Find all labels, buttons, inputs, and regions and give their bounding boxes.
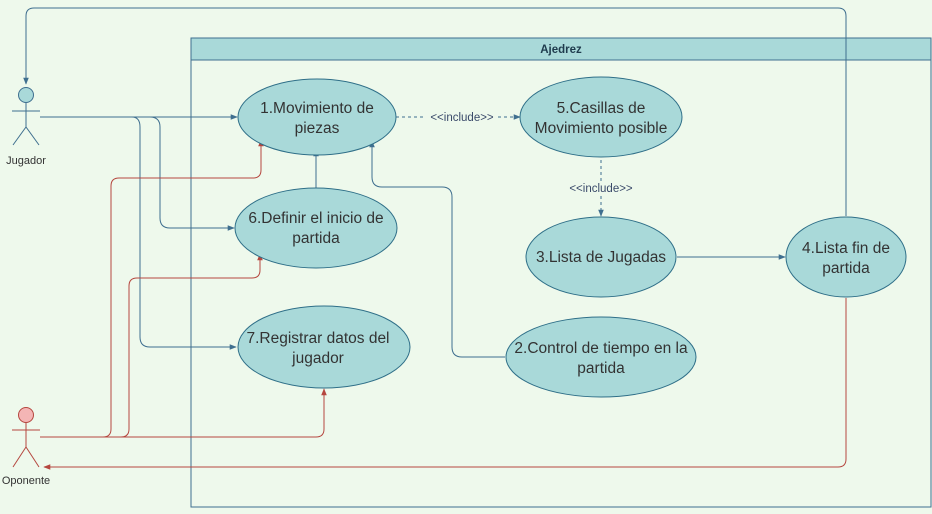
actor-oponente-head — [18, 407, 34, 423]
uc2-label-line1: 2.Control de tiempo en la — [514, 340, 688, 357]
edge-oponente-uc6[interactable] — [40, 253, 263, 438]
actor-jugador-label: Jugador — [6, 155, 46, 167]
uc6-label-line2: partida — [292, 230, 340, 247]
edge-oponente-uc1[interactable] — [40, 139, 264, 438]
use-case-uc2[interactable]: 2.Control de tiempo en la partida — [505, 316, 697, 398]
uc7-label-line2: jugador — [291, 350, 344, 367]
uc5-label-line1: 5.Casillas de — [557, 100, 646, 117]
actor-jugador-head — [18, 87, 34, 103]
use-case-uc3[interactable]: 3.Lista de Jugadas — [525, 216, 677, 298]
uc5-label-line2: Movimiento posible — [535, 120, 668, 137]
system-header — [190, 37, 932, 61]
use-case-uc4[interactable]: 4.Lista fin de partida — [785, 216, 907, 298]
actor-jugador[interactable] — [12, 87, 40, 146]
include-label-1: <<include>> — [430, 112, 494, 124]
use-case-uc5[interactable]: 5.Casillas de Movimiento posible — [519, 76, 683, 158]
uc4-label-line1: 4.Lista fin de — [802, 240, 890, 257]
actor-oponente-label: Oponente — [2, 475, 50, 487]
edge-uc4-oponente[interactable] — [43, 298, 847, 470]
uc3-label: 3.Lista de Jugadas — [536, 249, 666, 266]
uc2-label-line2: partida — [577, 360, 625, 377]
include-label-uc1-uc5: <<include>> — [426, 110, 498, 124]
edge-uc2-uc1[interactable] — [369, 140, 505, 358]
include-label-2: <<include>> — [569, 183, 633, 195]
edge-oponente-uc7[interactable] — [40, 388, 327, 438]
system-boundary[interactable]: Ajedrez — [190, 37, 932, 508]
edge-uc4-jugador[interactable] — [23, 7, 847, 216]
uc4-label-line2: partida — [822, 260, 870, 277]
uc1-label-line1: 1.Movimiento de — [260, 100, 374, 117]
edge-jugador-uc7[interactable] — [40, 116, 237, 350]
actor-oponente[interactable] — [12, 407, 40, 468]
uc6-label-line1: 6.Definir el inicio de — [248, 210, 383, 227]
include-label-uc5-uc3: <<include>> — [565, 181, 637, 195]
red-connectors — [40, 139, 847, 470]
uc1-label-line2: piezas — [295, 120, 340, 137]
system-title: Ajedrez — [540, 44, 582, 56]
use-case-uc7[interactable]: 7.Registrar datos del jugador — [237, 305, 411, 389]
blue-connectors — [23, 7, 847, 358]
uc7-label-line1: 7.Registrar datos del — [246, 330, 389, 347]
use-case-uc6[interactable]: 6.Definir el inicio de partida — [234, 187, 398, 269]
edge-jugador-uc6[interactable] — [40, 116, 235, 231]
use-case-uc1[interactable]: 1.Movimiento de piezas — [237, 78, 397, 156]
